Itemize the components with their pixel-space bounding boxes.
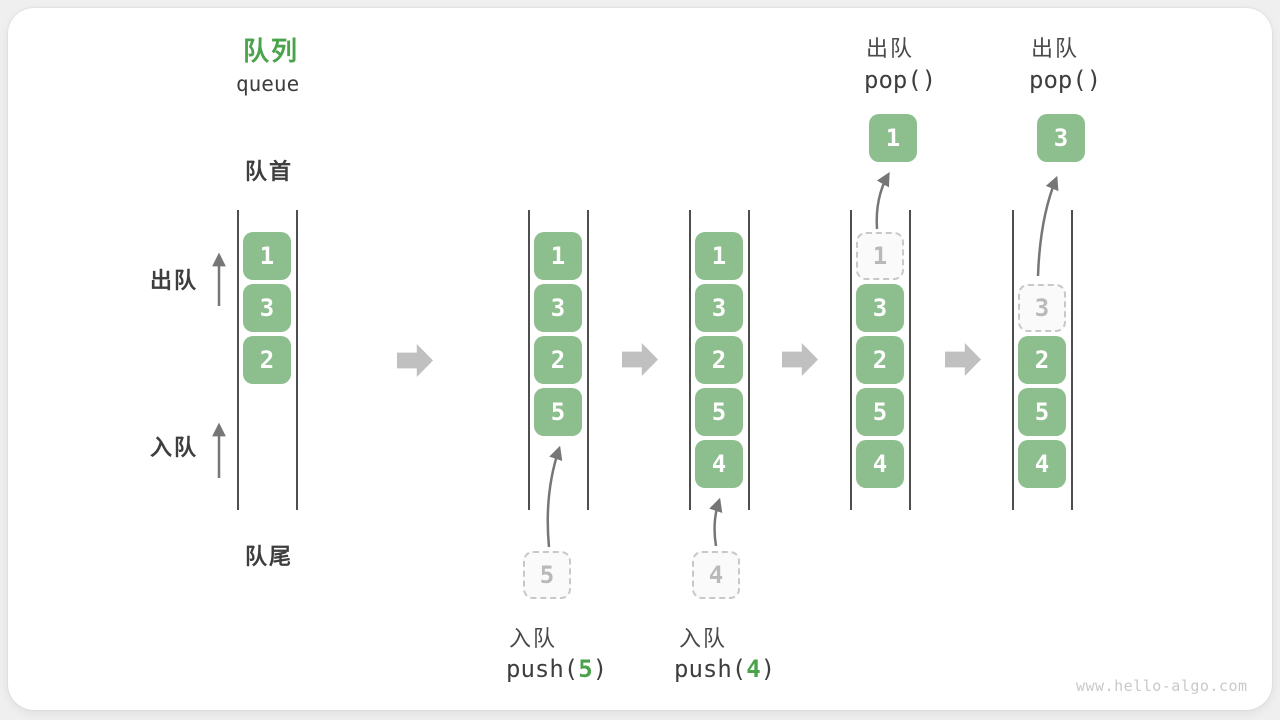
title-en: queue xyxy=(236,72,300,96)
queue-cell: 2 xyxy=(856,336,904,384)
label-queue-front: 队首 xyxy=(245,159,294,184)
push5-label: 入队 xyxy=(509,626,558,651)
label-dequeue-side: 出队 xyxy=(150,268,199,293)
queue-cell: 5 xyxy=(695,388,743,436)
queue-column-2: 1 3 2 5 xyxy=(528,210,589,510)
queue-column-5: 3 2 5 4 xyxy=(1012,210,1073,510)
title-zh: 队列 xyxy=(243,36,300,66)
queue-cell: 2 xyxy=(243,336,291,384)
queue-cell: 4 xyxy=(1018,440,1066,488)
queue-cell: 5 xyxy=(534,388,582,436)
push4-code: push(4) xyxy=(674,655,775,683)
popped-cell-2: 3 xyxy=(1037,114,1085,162)
pop1-code: pop() xyxy=(864,66,937,94)
pop2-code: pop() xyxy=(1029,66,1102,94)
queue-cell: 2 xyxy=(534,336,582,384)
queue-cell: 3 xyxy=(856,284,904,332)
queue-cell: 3 xyxy=(534,284,582,332)
label-enqueue-side: 入队 xyxy=(150,435,199,460)
watermark: www.hello-algo.com xyxy=(1076,677,1248,695)
push4-arg: 4 xyxy=(746,655,761,683)
queue-column-3: 1 3 2 5 4 xyxy=(689,210,750,510)
queue-cell: 4 xyxy=(695,440,743,488)
staged-cell-push4: 4 xyxy=(692,551,740,599)
push4-label: 入队 xyxy=(679,626,728,651)
queue-cell-popped: 3 xyxy=(1018,284,1066,332)
push4-close: ) xyxy=(760,655,776,683)
queue-cell: 1 xyxy=(243,232,291,280)
queue-cell: 1 xyxy=(695,232,743,280)
queue-cell: 1 xyxy=(534,232,582,280)
queue-cell: 5 xyxy=(1018,388,1066,436)
pop2-label: 出队 xyxy=(1031,36,1080,61)
pop1-label: 出队 xyxy=(866,36,915,61)
staged-cell-push5: 5 xyxy=(523,551,571,599)
push5-arg: 5 xyxy=(578,655,593,683)
queue-column-4: 1 3 2 5 4 xyxy=(850,210,911,510)
queue-cell: 3 xyxy=(695,284,743,332)
queue-cell: 4 xyxy=(856,440,904,488)
label-queue-rear: 队尾 xyxy=(245,544,294,569)
popped-cell-1: 1 xyxy=(869,114,917,162)
queue-cell: 2 xyxy=(1018,336,1066,384)
queue-cell: 2 xyxy=(695,336,743,384)
queue-cell: 5 xyxy=(856,388,904,436)
queue-column-1: 1 3 2 xyxy=(237,210,298,510)
push4-fn: push( xyxy=(674,655,747,683)
push5-close: ) xyxy=(592,655,608,683)
push5-code: push(5) xyxy=(506,655,607,683)
queue-cell-popped: 1 xyxy=(856,232,904,280)
queue-cell: 3 xyxy=(243,284,291,332)
push5-fn: push( xyxy=(506,655,579,683)
